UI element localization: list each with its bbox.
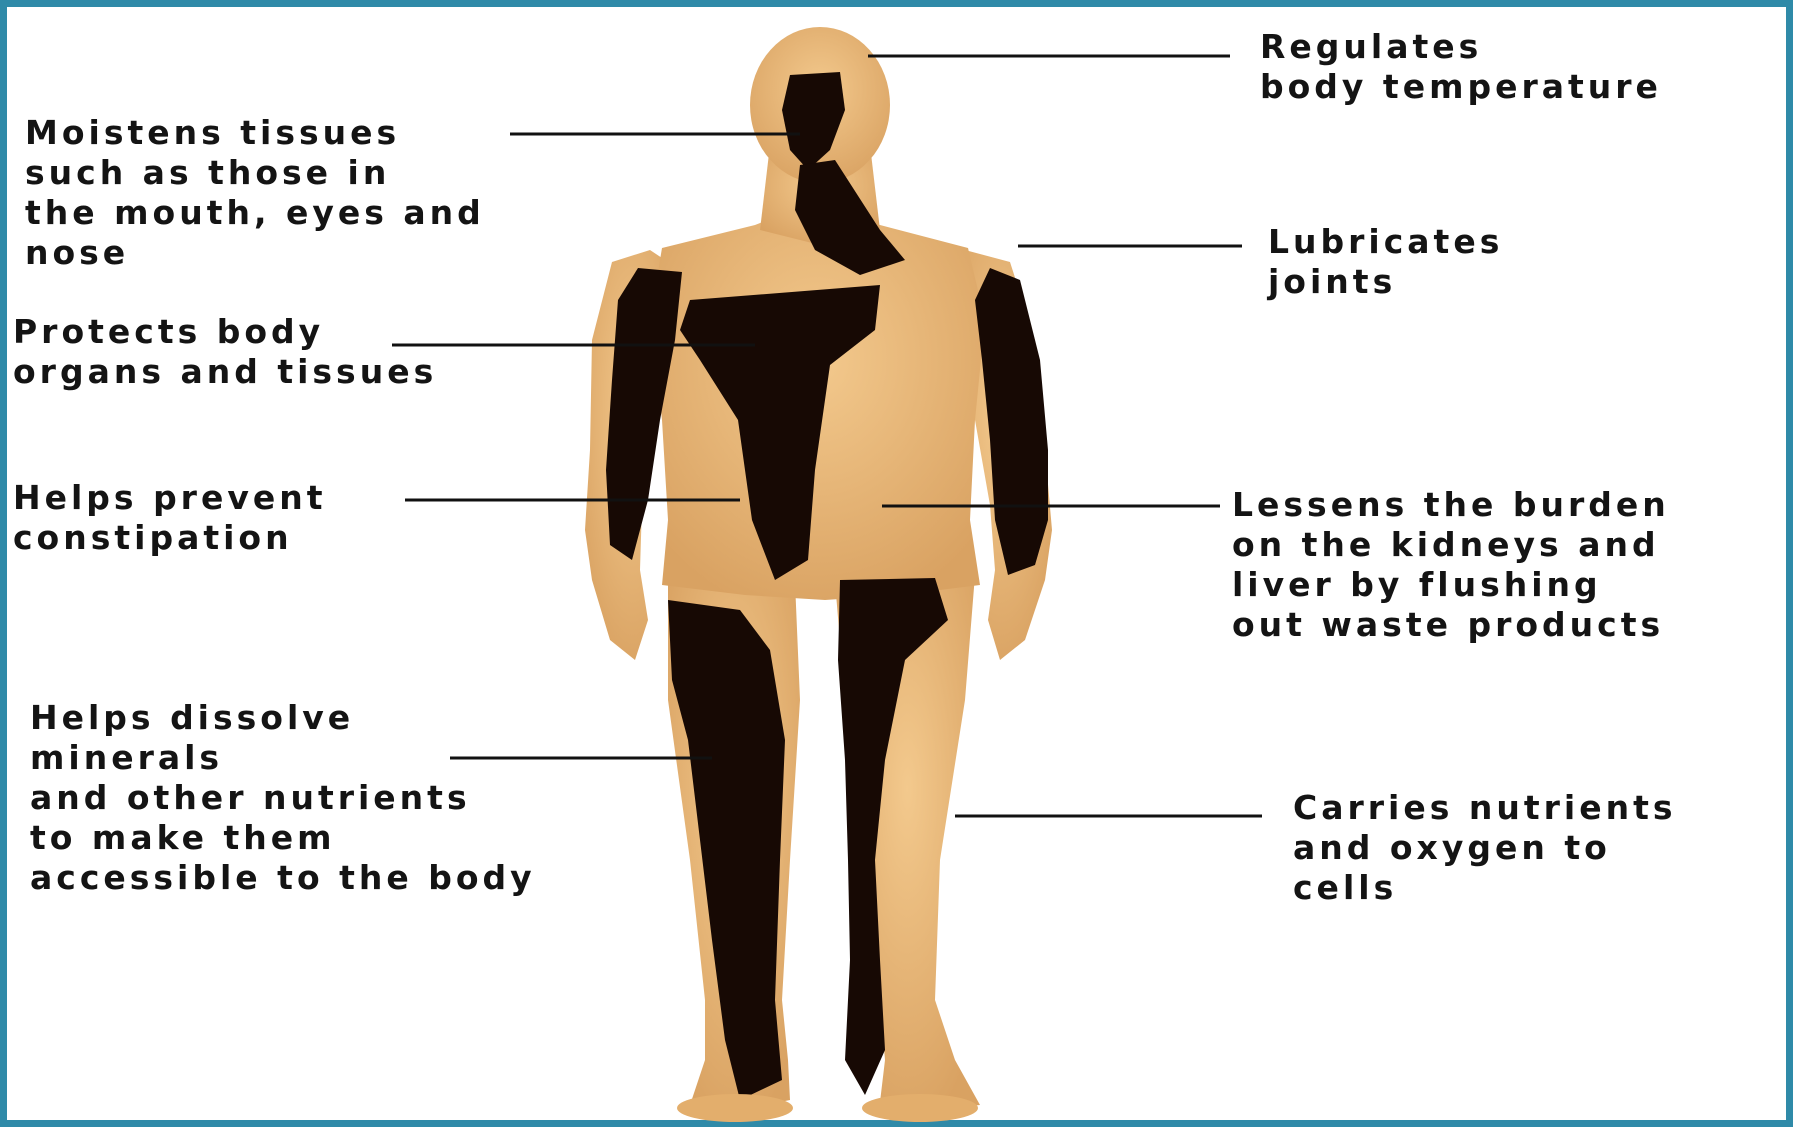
- body-figure: [585, 27, 1052, 1122]
- label-lessens-burden-kidneys: Lessens the burden on the kidneys and li…: [1232, 485, 1670, 645]
- label-carries-nutrients: Carries nutrients and oxygen to cells: [1293, 788, 1677, 908]
- left-leg-shading: [668, 600, 785, 1100]
- label-line: constipation: [13, 518, 327, 558]
- left-foot: [677, 1094, 793, 1122]
- label-line: Helps dissolve: [30, 698, 536, 738]
- label-line: cells: [1293, 868, 1677, 908]
- label-line: liver by flushing: [1232, 565, 1670, 605]
- label-line: such as those in: [25, 153, 485, 193]
- label-line: Carries nutrients: [1293, 788, 1677, 828]
- label-protects-organs: Protects body organs and tissues: [13, 312, 437, 392]
- label-line: and oxygen to: [1293, 828, 1677, 868]
- label-line: and other nutrients: [30, 778, 536, 818]
- label-dissolve-minerals: Helps dissolve minerals and other nutrie…: [30, 698, 536, 898]
- right-foot: [862, 1094, 978, 1122]
- label-line: out waste products: [1232, 605, 1670, 645]
- label-line: to make them: [30, 818, 536, 858]
- label-line: organs and tissues: [13, 352, 437, 392]
- label-lubricates-joints: Lubricates joints: [1268, 222, 1503, 302]
- label-line: Helps prevent: [13, 478, 327, 518]
- label-line: joints: [1268, 262, 1503, 302]
- label-line: Protects body: [13, 312, 437, 352]
- label-line: the mouth, eyes and: [25, 193, 485, 233]
- label-regulates-temperature: Regulates body temperature: [1260, 27, 1662, 107]
- label-line: Regulates: [1260, 27, 1662, 67]
- label-line: body temperature: [1260, 67, 1662, 107]
- label-line: Lessens the burden: [1232, 485, 1670, 525]
- label-line: accessible to the body: [30, 858, 536, 898]
- label-line: minerals: [30, 738, 536, 778]
- label-line: on the kidneys and: [1232, 525, 1670, 565]
- label-line: Moistens tissues: [25, 113, 485, 153]
- label-prevent-constipation: Helps prevent constipation: [13, 478, 327, 558]
- label-line: nose: [25, 233, 485, 273]
- label-line: Lubricates: [1268, 222, 1503, 262]
- label-moistens-tissues: Moistens tissues such as those in the mo…: [25, 113, 485, 273]
